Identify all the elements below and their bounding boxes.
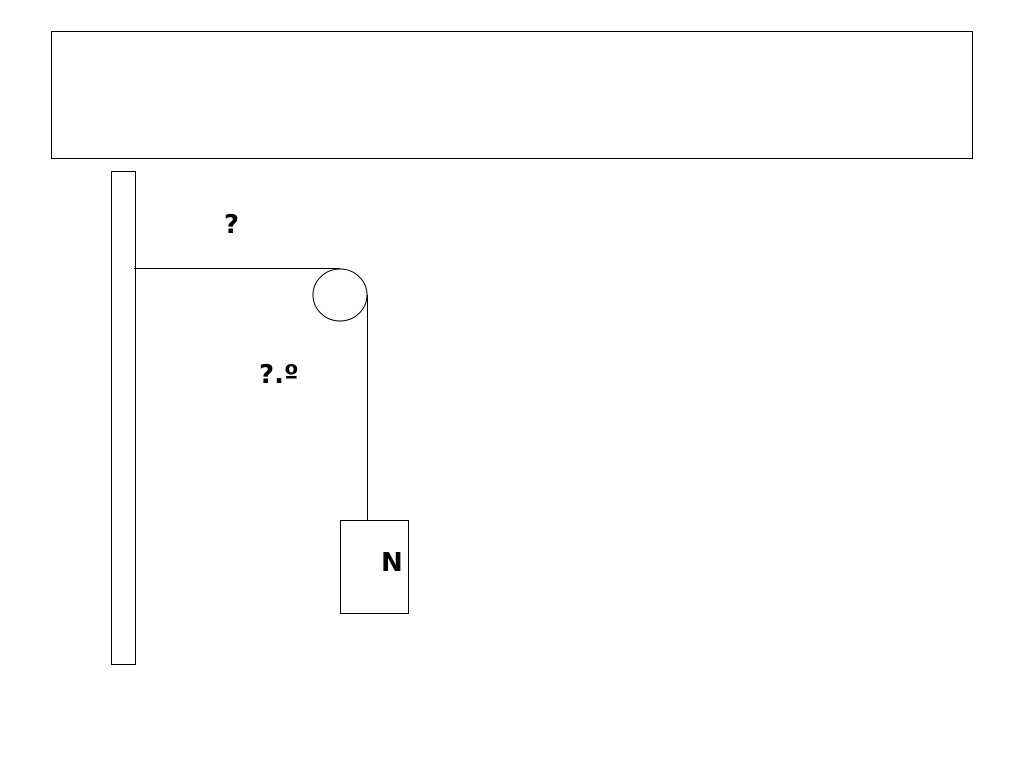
hanging-weight <box>340 520 409 614</box>
wall-post <box>111 171 136 665</box>
angle-label: ?.º <box>259 360 299 390</box>
top-panel <box>51 31 973 159</box>
pulley-wheel <box>312 268 368 322</box>
weight-label: N <box>381 548 403 578</box>
rope-label: ? <box>224 210 239 240</box>
